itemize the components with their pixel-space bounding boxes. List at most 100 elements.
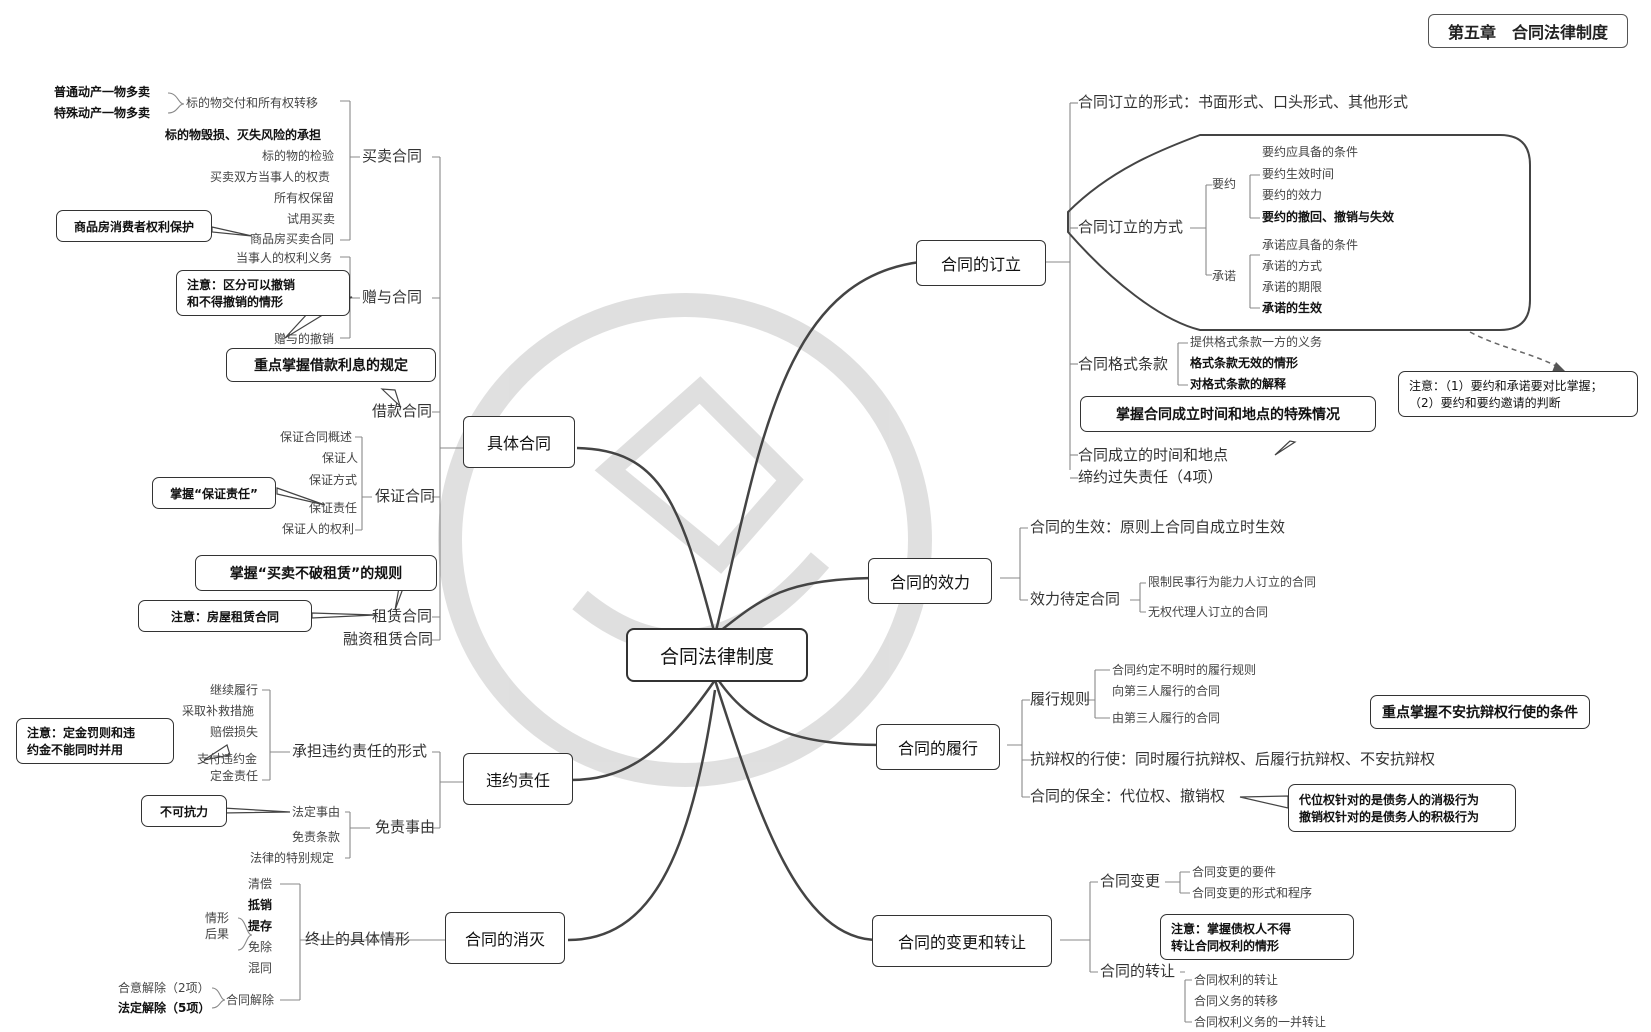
note-deposit-penalty: 注意：定金罚则和违 约金不能同时并用	[16, 718, 174, 764]
note-line: 注意：定金罚则和违	[27, 726, 136, 740]
acceptance-item: 承诺的生效	[1262, 301, 1323, 315]
gift-contract: 赠与合同	[362, 288, 423, 306]
sales-item: 试用买卖	[287, 212, 336, 226]
note-line: 约金不能同时并用	[27, 743, 124, 757]
main-branches	[567, 260, 921, 942]
note-line: 注意：掌握债权人不得	[1171, 922, 1292, 936]
breach-forms: 承担违约责任的形式	[292, 742, 428, 760]
lease-contract: 租赁合同	[372, 607, 433, 625]
modification-item: 合同变更的形式和程序	[1192, 886, 1313, 900]
sales-item: 买卖双方当事人的权责	[210, 170, 331, 184]
validity-pending-item: 限制民事行为能力人订立的合同	[1148, 575, 1317, 589]
note-line: 代位权针对的是债务人的消极行为	[1299, 793, 1480, 807]
assignment: 合同的转让	[1100, 962, 1176, 980]
note-lease-rule: 掌握“买卖不破租赁”的规则	[195, 555, 437, 591]
breach-form-item: 支付违约金	[197, 752, 258, 766]
note-subrogation: 代位权针对的是债务人的消极行为 撤销权针对的是债务人的积极行为	[1288, 784, 1516, 832]
sales-contract: 买卖合同	[362, 147, 423, 165]
performance-rule-item: 合同约定不明时的履行规则	[1112, 663, 1257, 677]
guarantee-item: 保证责任	[309, 501, 358, 515]
performance-rules: 履行规则	[1030, 690, 1091, 708]
performance-rule-item: 由第三人履行的合同	[1112, 711, 1221, 725]
multiple-sale-ordinary: 普通动产一物多卖	[54, 85, 151, 99]
exemption-item: 免责条款	[292, 830, 341, 844]
note-house-lease: 注意：房屋租赁合同	[138, 600, 312, 632]
modification: 合同变更	[1100, 872, 1161, 890]
guarantee-contract: 保证合同	[375, 487, 436, 505]
offer-label: 要约	[1212, 177, 1237, 191]
sales-item: 标的物交付和所有权转移	[186, 96, 319, 110]
validity-pending-item: 无权代理人订立的合同	[1148, 605, 1269, 619]
branch-specific-contracts: 具体合同	[463, 416, 575, 468]
standard-terms-item: 格式条款无效的情形	[1190, 356, 1299, 370]
note-line: 转让合同权利的情形	[1171, 939, 1280, 953]
note-line: 和不得撤销的情形	[187, 295, 284, 309]
note-formation-time: 掌握合同成立时间和地点的特殊情况	[1080, 396, 1376, 432]
gift-item: 赠与的撤销	[274, 332, 335, 346]
assignment-item: 合同权利的转让	[1194, 973, 1279, 987]
exemption-item: 法律的特别规定	[250, 851, 335, 865]
breach-form-item: 继续履行	[210, 683, 259, 697]
mutual-rescission: 合意解除（2项）	[118, 981, 210, 995]
standard-terms: 合同格式条款	[1078, 355, 1169, 373]
note-line: 注意：（1）要约和承诺要对比掌握；	[1409, 379, 1603, 393]
exemption-item: 法定事由	[292, 805, 341, 819]
finance-lease-contract: 融资租赁合同	[343, 630, 434, 648]
termination-item: 提存	[248, 919, 273, 933]
termination-item: 抵销	[248, 898, 273, 912]
offer-item: 要约应具备的条件	[1262, 145, 1359, 159]
breach-form-item: 定金责任	[210, 769, 259, 783]
branch-breach: 违约责任	[463, 753, 573, 805]
termination-item: 合同解除	[226, 993, 275, 1007]
note-line: 撤销权针对的是债务人的积极行为	[1299, 810, 1480, 824]
culpa-in-contrahendo: 缔约过失责任（4项）	[1078, 468, 1223, 486]
statutory-rescission: 法定解除（5项）	[118, 1001, 211, 1015]
sales-item: 标的物的检验	[262, 149, 335, 163]
sub-connectors	[167, 92, 1260, 1023]
guarantee-item: 保证人	[322, 451, 359, 465]
branch-formation: 合同的订立	[916, 240, 1046, 286]
branch-termination: 合同的消灭	[445, 912, 565, 964]
acceptance-item: 承诺的期限	[1262, 280, 1323, 294]
sales-item: 所有权保留	[274, 191, 335, 205]
acceptance-label: 承诺	[1212, 269, 1237, 283]
branch-performance: 合同的履行	[876, 724, 1000, 770]
watermark-logo	[438, 293, 932, 787]
assignment-item: 合同权利义务的一并转让	[1194, 1015, 1327, 1029]
branch-modification: 合同的变更和转让	[872, 915, 1052, 967]
formation-form: 合同订立的形式：书面形式、口头形式、其他形式	[1078, 93, 1409, 111]
acceptance-item: 承诺应具备的条件	[1262, 238, 1359, 252]
consequence-label: 后果	[205, 927, 230, 941]
sales-item: 标的物毁损、灭失风险的承担	[165, 128, 322, 142]
note-gift-revocation: 注意：区分可以撤销 和不得撤销的情形	[176, 270, 350, 316]
breach-form-item: 采取补救措施	[182, 704, 255, 718]
note-assignment: 注意：掌握债权人不得 转让合同权利的情形	[1160, 914, 1354, 960]
note-loan-interest: 重点掌握借款利息的规定	[226, 348, 436, 382]
offer-item: 要约的撤回、撤销与失效	[1262, 210, 1395, 224]
performance-defense: 抗辩权的行使：同时履行抗辩权、后履行抗辩权、不安抗辩权	[1030, 750, 1436, 768]
note-line: 注意：区分可以撤销	[187, 278, 296, 292]
exemption: 免责事由	[375, 818, 436, 836]
offer-item: 要约生效时间	[1262, 167, 1335, 181]
assignment-item: 合同义务的转移	[1194, 994, 1279, 1008]
situation-label: 情形	[205, 911, 230, 925]
performance-rule-item: 向第三人履行的合同	[1112, 684, 1221, 698]
center-topic: 合同法律制度	[626, 628, 808, 682]
note-housing-consumer: 商品房消费者权利保护	[56, 210, 212, 242]
multiple-sale-special: 特殊动产一物多卖	[54, 106, 151, 120]
breach-form-item: 赔偿损失	[210, 725, 259, 739]
modification-item: 合同变更的要件	[1192, 865, 1277, 879]
sales-item: 商品房买卖合同	[250, 232, 335, 246]
formation-time-place: 合同成立的时间和地点	[1078, 446, 1229, 464]
note-line: （2）要约和要约邀请的判断	[1409, 396, 1561, 410]
standard-terms-item: 对格式条款的解释	[1190, 377, 1287, 391]
note-force-majeure: 不可抗力	[141, 795, 227, 827]
guarantee-item: 保证人的权利	[282, 522, 355, 536]
dashed-arrow	[1469, 331, 1561, 369]
termination-item: 清偿	[248, 877, 273, 891]
termination-item: 混同	[248, 961, 273, 975]
termination-cases: 终止的具体情形	[305, 930, 411, 948]
note-guarantee-liability: 掌握“保证责任”	[152, 477, 276, 509]
validity-effective: 合同的生效：原则上合同自成立时生效	[1030, 518, 1286, 536]
